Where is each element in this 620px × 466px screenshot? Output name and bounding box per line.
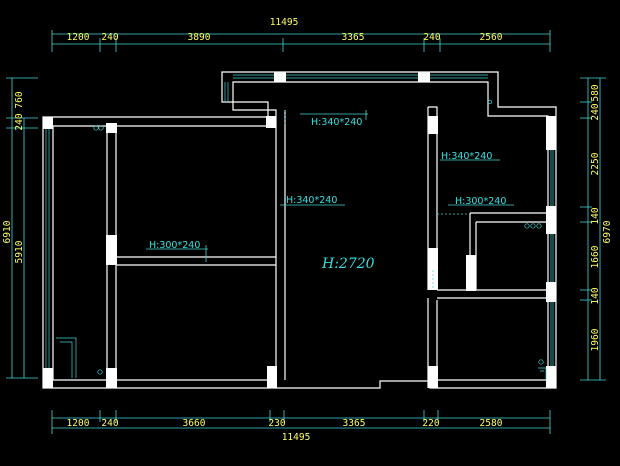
top-overall-dimension: 11495 <box>270 17 299 28</box>
pipe-icon <box>538 359 544 365</box>
bottom-dimension-chain: 1200 240 3660 230 3365 220 2580 11495 <box>51 410 551 443</box>
pipe-icon <box>93 125 99 131</box>
bottom-dimension-segment: 240 <box>101 418 118 429</box>
opening-label-center: H:340*240 <box>286 195 337 206</box>
top-dimension-segment: 3890 <box>188 32 211 43</box>
fixtures <box>56 99 547 380</box>
bottom-dimension-segment: 230 <box>268 418 285 429</box>
walls <box>42 71 557 389</box>
bottom-dimension-segment: 2580 <box>480 418 503 429</box>
shaft-icon <box>538 367 547 380</box>
left-inner-dimension: 5910 <box>14 240 25 263</box>
pipe-icon <box>97 369 103 375</box>
left-dimension-segment: 240 <box>14 113 25 130</box>
right-dimension-segment: 240 <box>590 103 601 120</box>
shaft-icon <box>56 337 77 378</box>
top-dimension-segment: 240 <box>101 32 118 43</box>
annotations: H:340*240 H:340*240 H:340*240 H:300*240 … <box>149 117 506 272</box>
structural-columns <box>43 72 556 388</box>
bottom-dimension-segment: 3660 <box>183 418 206 429</box>
bottom-overall-dimension: 11495 <box>282 432 311 443</box>
top-dimension-segment: 240 <box>423 32 440 43</box>
bottom-dimension-segment: 3365 <box>343 418 366 429</box>
right-dimension-segment: 580 <box>590 84 601 101</box>
ceiling-height-label: H:2720 <box>321 256 375 272</box>
bottom-dimension-segment: 220 <box>422 418 439 429</box>
opening-markers <box>146 110 514 290</box>
pipe-icon <box>524 223 530 229</box>
right-dimension-segment: 1960 <box>590 328 601 351</box>
pipe-icon <box>487 99 493 105</box>
right-dimension-segment: 140 <box>590 207 601 224</box>
top-dimension-segment: 3365 <box>342 32 365 43</box>
left-outer-dimension: 6910 <box>2 220 13 243</box>
right-dimension-chain: 6970 580 240 2250 140 1660 140 1960 <box>580 77 613 381</box>
right-outer-dimension: 6970 <box>602 220 613 243</box>
bottom-dimension-segment: 1200 <box>67 418 90 429</box>
opening-label-right-small: H:300*240 <box>455 196 506 207</box>
windows <box>45 74 554 368</box>
top-dimension-segment: 1200 <box>67 32 90 43</box>
right-dimension-segment: 140 <box>590 287 601 304</box>
top-dimension-chain: 11495 1200 240 3890 3365 240 2560 <box>51 17 551 52</box>
opening-label-upper-right: H:340*240 <box>441 151 492 162</box>
right-dimension-segment: 1660 <box>590 245 601 268</box>
left-dimension-chain: 6910 5910 760 240 <box>2 77 38 379</box>
top-dimension-segment: 2560 <box>480 32 503 43</box>
pipe-icon <box>530 223 536 229</box>
opening-label-left: H:300*240 <box>149 240 200 251</box>
pipe-icon <box>98 125 104 131</box>
opening-label-top: H:340*240 <box>311 117 362 128</box>
right-dimension-segment: 2250 <box>590 152 601 175</box>
left-dimension-segment: 760 <box>14 91 25 108</box>
pipe-icon <box>536 223 542 229</box>
